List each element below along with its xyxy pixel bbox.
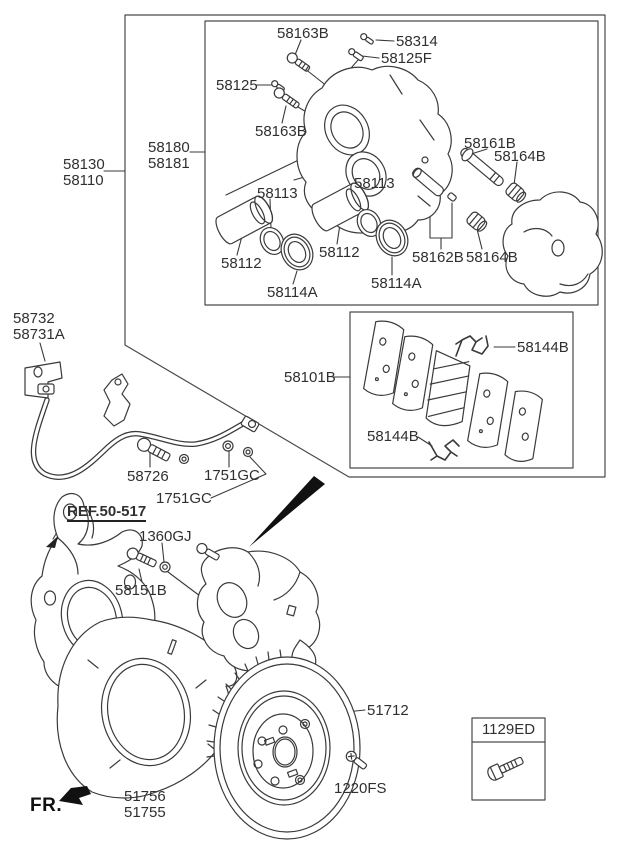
knuckle-nut-icon xyxy=(159,561,171,573)
part-label-58162B: 58162B xyxy=(412,249,464,266)
guide-pin-short-drawing xyxy=(412,167,457,202)
pad-clip-bottom-drawing xyxy=(428,439,460,461)
hose-nut-small-icon xyxy=(178,453,190,465)
inset-part-box xyxy=(471,717,546,801)
pad-backplate-1 xyxy=(363,320,405,396)
part-label-58114A-left: 58114A xyxy=(267,284,318,301)
hose-end-nut-icon xyxy=(242,446,254,458)
part-label-58144B-bottom: 58144B xyxy=(367,428,419,445)
part-label-58164B-lower: 58164B xyxy=(466,249,518,266)
part-label-58314: 58314 xyxy=(396,33,438,50)
banjo-fitting-drawing xyxy=(240,415,260,433)
part-label-1360GJ: 1360GJ xyxy=(139,528,192,545)
part-label-51755: 51755 xyxy=(124,804,166,821)
inset-bolt-icon xyxy=(487,756,524,781)
pad-backplate-4 xyxy=(504,390,543,462)
rotor-screw-icon xyxy=(345,750,368,770)
caliper-bolt-lower-icon xyxy=(273,87,300,109)
pad-backplate-2 xyxy=(392,335,434,411)
boot-left-drawing xyxy=(280,233,314,271)
part-label-58112-left: 58112 xyxy=(221,255,262,272)
part-label-58163B-lower: 58163B xyxy=(255,123,307,140)
dust-shield-drawing xyxy=(56,616,238,799)
knuckle-bolt-icon xyxy=(126,547,157,568)
hose-bolt-icon xyxy=(136,437,171,462)
part-label-58164B-upper: 58164B xyxy=(494,148,546,165)
part-label-58110: 58110 xyxy=(63,172,104,189)
caliper-body-drawing xyxy=(296,65,453,234)
ref-callout-label: REF.50-517 xyxy=(67,503,147,522)
piston-left-drawing xyxy=(215,195,274,245)
fr-indicator-label: FR. xyxy=(30,795,63,816)
caliper-kit-box xyxy=(204,20,599,306)
brake-hose-drawing xyxy=(30,397,249,480)
bushing-upper-drawing xyxy=(505,182,527,203)
part-label-58101B: 58101B xyxy=(284,369,336,386)
bushing-lower-drawing xyxy=(466,211,488,232)
part-label-58181: 58181 xyxy=(148,155,190,172)
part-label-51756: 51756 xyxy=(124,788,166,805)
pad-clip-top-drawing xyxy=(455,335,489,357)
hose-nut-icon xyxy=(222,440,234,452)
carrier-bracket-drawing xyxy=(502,191,603,297)
part-label-58161B: 58161B xyxy=(464,135,516,152)
part-label-58113-left: 58113 xyxy=(257,185,298,202)
part-label-58726: 58726 xyxy=(127,468,169,485)
part-label-58151B: 58151B xyxy=(115,582,167,599)
seal-left-drawing xyxy=(259,227,285,255)
part-label-58731A: 58731A xyxy=(13,326,65,343)
boot-right-drawing xyxy=(375,219,409,257)
part-label-1220FS: 1220FS xyxy=(334,780,387,797)
part-label-1751GC-right: 1751GC xyxy=(204,467,260,484)
part-label-58732: 58732 xyxy=(13,310,55,327)
part-label-1751GC-lower: 1751GC xyxy=(156,490,212,507)
part-label-51712: 51712 xyxy=(367,702,409,719)
pad-backplate-3 xyxy=(467,372,509,448)
part-label-58113-right: 58113 xyxy=(354,175,395,192)
part-label-58163B-top: 58163B xyxy=(277,25,329,42)
outer-assembly-box xyxy=(124,14,606,478)
pad-kit-box xyxy=(349,311,574,469)
ref-arrowhead xyxy=(46,536,58,548)
guide-rod-drawing xyxy=(460,147,504,187)
part-label-58112-right: 58112 xyxy=(319,244,360,261)
part-label-58130: 58130 xyxy=(63,156,105,173)
part-label-58114A-right: 58114A xyxy=(371,275,422,292)
caliper-bolt-icon xyxy=(286,52,311,72)
cap-screw-icon xyxy=(348,48,364,62)
hose-mid-bracket-drawing xyxy=(103,373,131,427)
part-label-58125: 58125 xyxy=(216,77,258,94)
part-label-58180: 58180 xyxy=(148,139,190,156)
rotor-disc-drawing xyxy=(206,649,361,840)
pad-friction-drawing xyxy=(425,350,471,427)
fr-direction-arrow xyxy=(59,786,91,805)
hose-bracket-drawing xyxy=(24,361,63,399)
install-direction-arrow xyxy=(249,476,325,547)
part-label-1129ED: 1129ED xyxy=(481,721,536,738)
part-label-58144B-top: 58144B xyxy=(517,339,569,356)
part-label-58125F: 58125F xyxy=(381,50,432,67)
bleeder-screw-icon xyxy=(360,33,374,45)
